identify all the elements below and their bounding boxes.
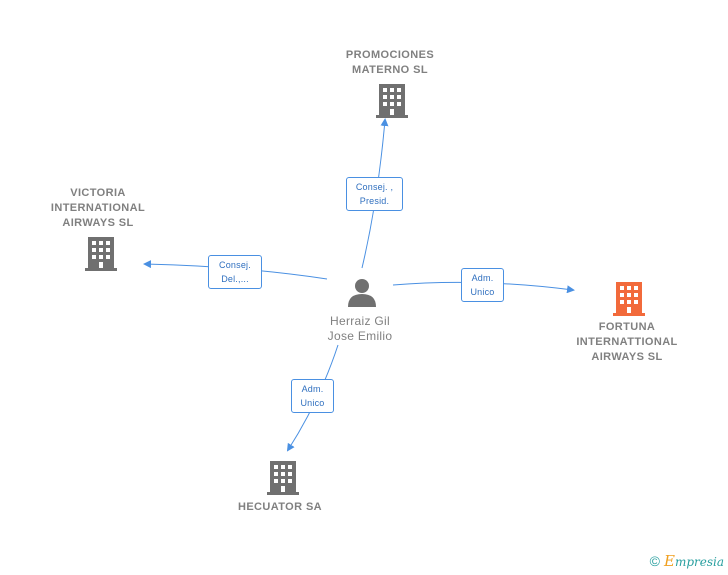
node-label-fortuna[interactable]: FORTUNA INTERNATTIONAL AIRWAYS SL <box>576 321 678 363</box>
edge-label-victoria: Consej. Del.,... <box>208 255 262 289</box>
node-label-promociones[interactable]: PROMOCIONES MATERNO SL <box>345 49 435 76</box>
building-icon[interactable] <box>376 84 408 118</box>
edge-label-fortuna: Adm. Unico <box>461 268 504 302</box>
edge-label-hecuator: Adm. Unico <box>291 379 334 413</box>
node-label-person[interactable]: Herraiz Gil Jose Emilio <box>327 314 393 343</box>
copyright-symbol: © <box>649 553 660 569</box>
building-icon[interactable] <box>613 282 645 316</box>
building-icon[interactable] <box>267 461 299 495</box>
node-label-hecuator[interactable]: HECUATOR SA <box>237 501 323 513</box>
copyright-notice: © Empresia <box>650 552 724 570</box>
node-label-victoria[interactable]: VICTORIA INTERNATIONAL AIRWAYS SL <box>50 187 146 229</box>
edge-label-promociones: Consej. , Presid. <box>346 177 403 211</box>
building-icon[interactable] <box>85 237 117 271</box>
person-icon[interactable] <box>348 279 376 307</box>
brand-logo[interactable]: Empresia <box>663 552 724 570</box>
